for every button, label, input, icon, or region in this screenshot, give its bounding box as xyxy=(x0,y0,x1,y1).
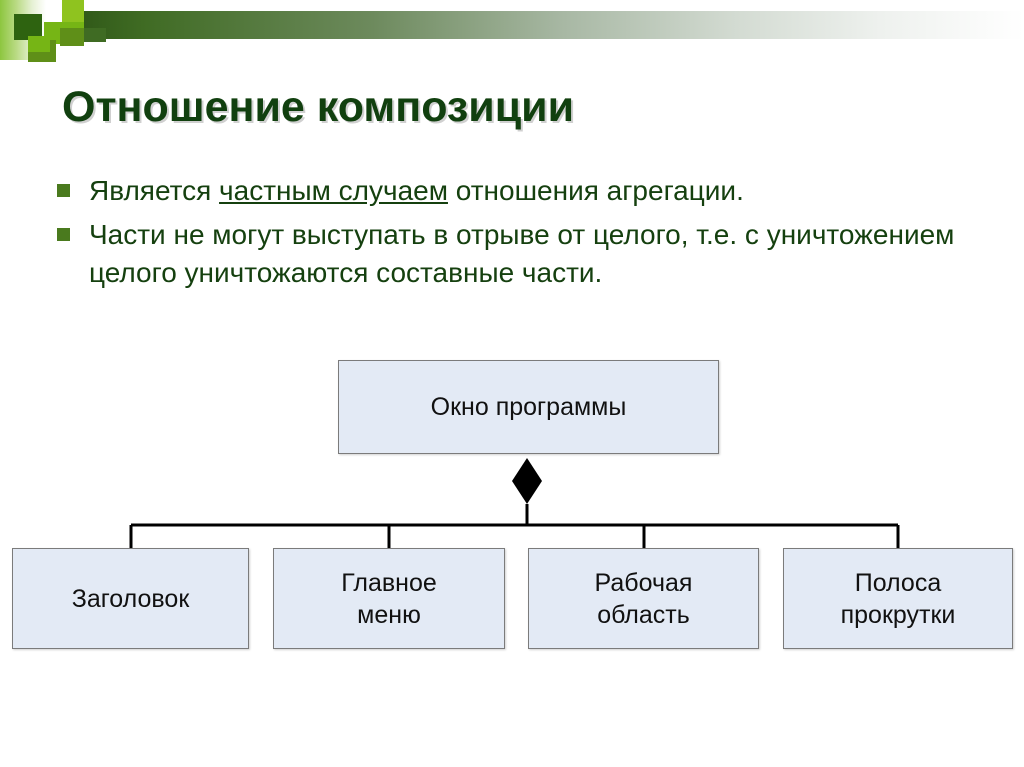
list-item: Является частным случаем отношения агрег… xyxy=(57,172,977,210)
bullet-text-emphasis: частным случаем xyxy=(219,175,448,206)
bullet-text-pre: Части не могут выступать в отрыве от цел… xyxy=(89,219,955,288)
decor-square-7 xyxy=(84,28,106,42)
bullet-text: Части не могут выступать в отрыве от цел… xyxy=(89,216,977,292)
composition-diamond-icon xyxy=(512,458,542,504)
page-title: Отношение композиции xyxy=(62,83,575,131)
decor-square-3 xyxy=(14,14,42,40)
square-bullet-icon xyxy=(57,184,70,197)
bullet-list: Является частным случаем отношения агрег… xyxy=(57,172,977,298)
decor-square-6 xyxy=(60,28,84,46)
bullet-text-pre: Является xyxy=(89,175,220,206)
decor-square-5 xyxy=(28,36,50,52)
header-decoration xyxy=(0,0,1024,62)
bullet-text: Является частным случаем отношения агрег… xyxy=(89,172,977,210)
diagram-node-part-0[interactable]: Заголовок xyxy=(12,548,249,649)
bullet-text-post: отношения агрегации. xyxy=(447,175,744,206)
decor-square-1 xyxy=(62,0,84,22)
header-gradient-bar xyxy=(66,11,1024,39)
list-item: Части не могут выступать в отрыве от цел… xyxy=(57,216,977,292)
square-bullet-icon xyxy=(57,228,70,241)
diagram-node-root[interactable]: Окно программы xyxy=(338,360,719,454)
